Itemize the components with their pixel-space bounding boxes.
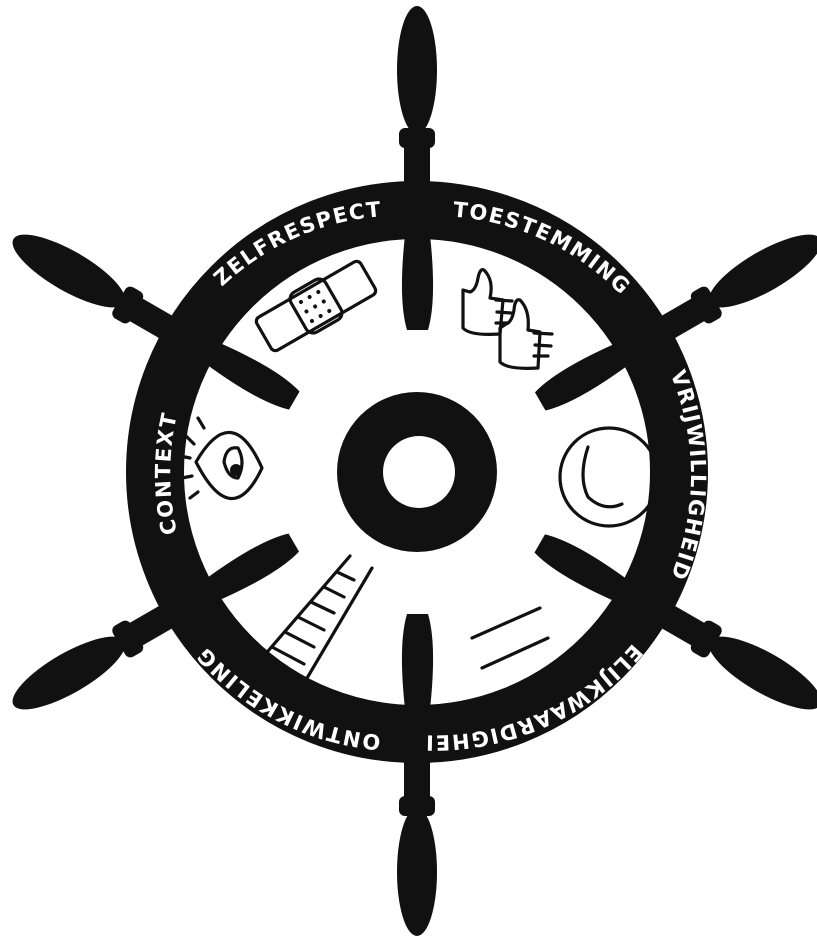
wheel-hub-hole bbox=[383, 436, 455, 508]
spoke-bottom bbox=[402, 614, 433, 709]
spoke-top bbox=[402, 235, 433, 330]
